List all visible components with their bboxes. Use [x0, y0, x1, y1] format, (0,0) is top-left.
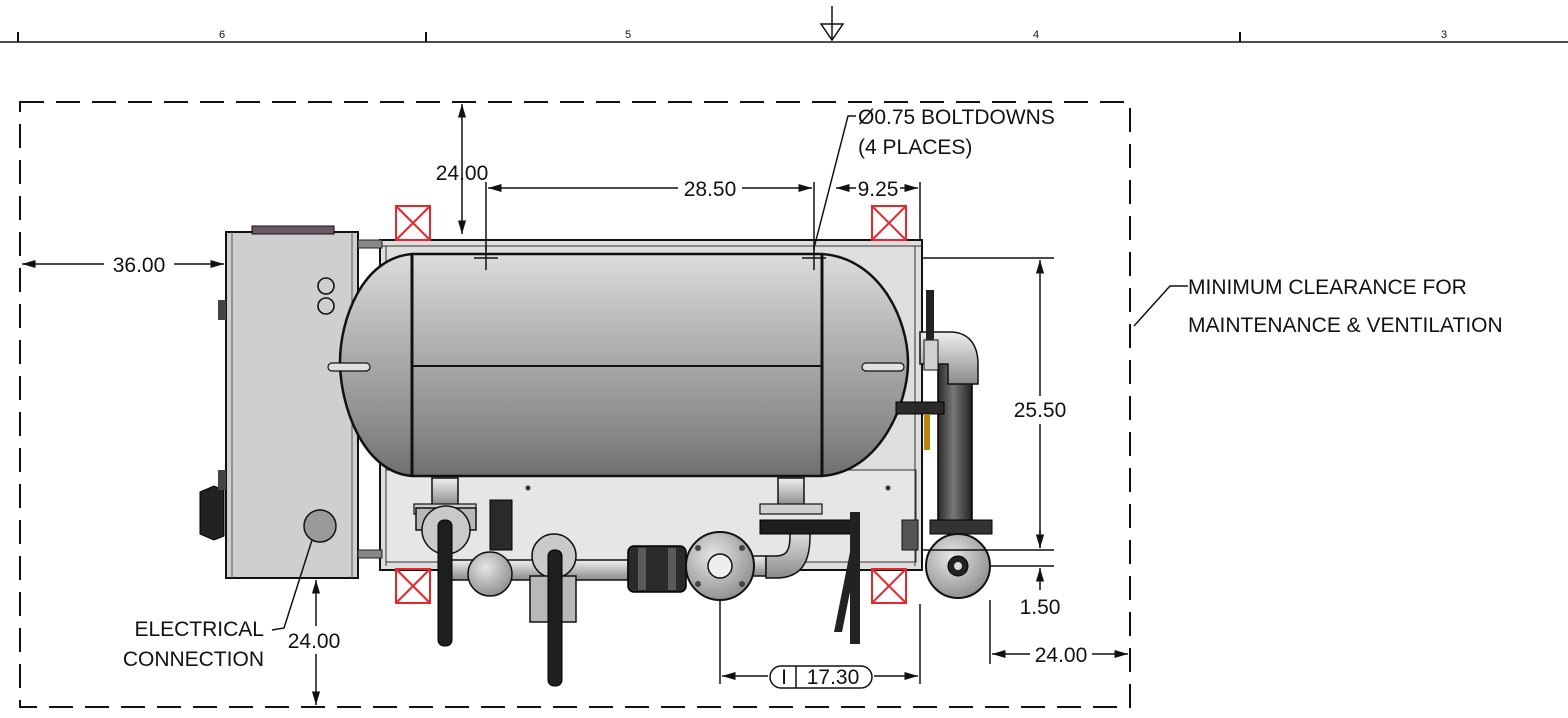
- zone-label-4: 4: [1033, 29, 1039, 41]
- tank-lug-left: [327, 362, 371, 372]
- support-leg: [850, 512, 860, 644]
- boltdown-marker-icon: [395, 568, 431, 604]
- panel-top-cap: [251, 225, 335, 235]
- dimension-lines: [22, 104, 1188, 705]
- note-boltdowns-line1: Ø0.75 BOLTDOWNS: [858, 106, 1055, 129]
- dim-inspection-value: 17.30: [807, 666, 860, 689]
- note-electrical-line1: ELECTRICAL: [134, 618, 264, 641]
- boltdown-marker-icon: [395, 205, 431, 241]
- zone-label-6: 6: [219, 29, 225, 41]
- conduit-knockout: [303, 509, 337, 543]
- ball-valve-center: [529, 533, 577, 687]
- flex-coupling: [627, 545, 687, 593]
- disconnect-handle-icon: [199, 485, 225, 541]
- note-clearance-line2: MAINTENANCE & VENTILATION: [1188, 314, 1503, 337]
- dim-height: 25.50: [1014, 399, 1067, 422]
- boltdown-marker-icon: [871, 205, 907, 241]
- title-border: 6 5 4 3: [0, 6, 1568, 43]
- panel-hinge: [218, 470, 226, 490]
- dim-bottom-clearance: 24.00: [288, 630, 341, 653]
- panel-hinge: [218, 300, 226, 320]
- indicator-light-icon: [317, 277, 335, 295]
- equipment-assembly: [199, 225, 993, 687]
- check-valve: [489, 499, 513, 551]
- electrical-panel: [225, 231, 359, 579]
- zone-label-3: 3: [1441, 29, 1447, 41]
- zone-label-5: 5: [625, 29, 631, 41]
- note-electrical-line2: CONNECTION: [123, 648, 264, 671]
- tank-lug-right: [861, 362, 905, 372]
- clearance-envelope: [19, 101, 1131, 708]
- dim-boltdown-spacing: 28.50: [684, 178, 737, 201]
- indicator-light-icon: [317, 297, 335, 315]
- boltdown-markers: [395, 205, 907, 604]
- dim-left-clearance: 36.00: [113, 254, 166, 277]
- dim-top-clearance: 24.00: [436, 162, 489, 185]
- note-clearance-line1: MINIMUM CLEARANCE FOR: [1188, 276, 1467, 299]
- boltdown-marker-icon: [871, 568, 907, 604]
- dim-boltdown-offset: 9.25: [858, 178, 899, 201]
- dim-inspection-prefix: I: [781, 666, 787, 689]
- dim-pipe-offset: 1.50: [1020, 596, 1061, 619]
- ball-valve-left: [415, 505, 513, 647]
- centering-mark-icon: [819, 6, 845, 42]
- dim-right-clearance: 24.00: [1035, 644, 1088, 667]
- note-boltdowns-line2: (4 PLACES): [858, 136, 972, 159]
